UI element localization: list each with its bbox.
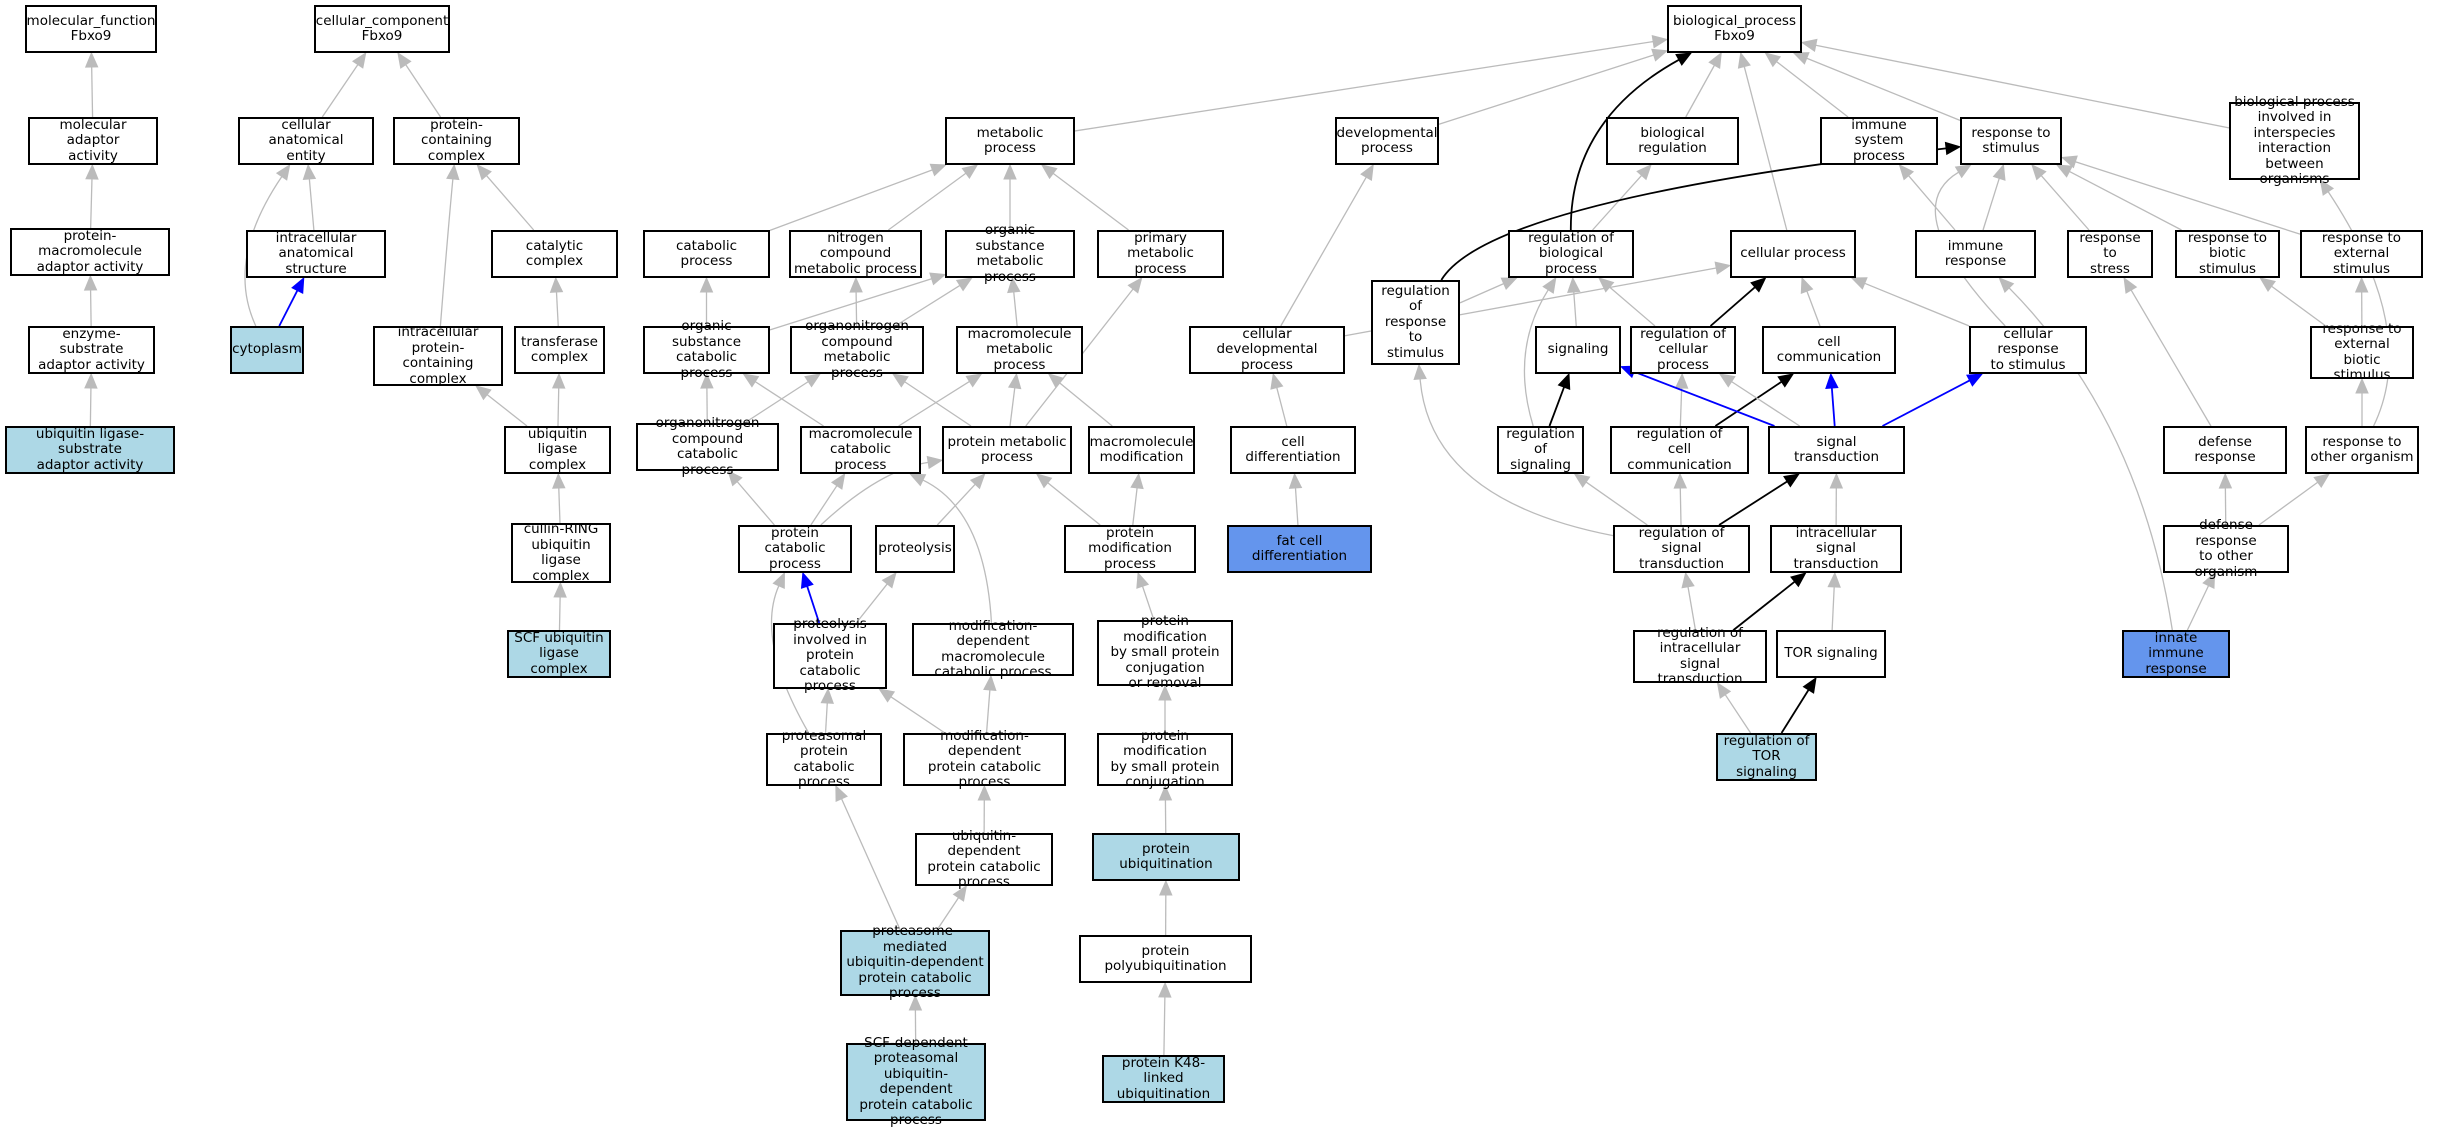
go-term-transferase-complex: transferase complex — [514, 326, 605, 374]
go-term-proteolysis: proteolysis — [875, 525, 955, 573]
go-term-proteasome-mediated-ubiquitin-dependent-protein-catabolic-process: proteasome-mediated ubiquitin-dependent … — [840, 930, 990, 996]
go-term-proteasomal-protein-catabolic-process: proteasomal protein catabolic process — [766, 733, 882, 786]
go-term-protein-macromolecule-adaptor-activity: protein-macromolecule adaptor activity — [10, 228, 170, 276]
go-term-regulation-of-signal-transduction: regulation of signal transduction — [1613, 525, 1750, 573]
go-term-regulation-of-intracellular-signal-transduction: regulation of intracellular signal trans… — [1633, 630, 1767, 683]
go-term-organonitrogen-compound-metabolic-process: organonitrogen compound metabolic proces… — [790, 326, 924, 374]
go-term-biological-regulation: biological regulation — [1606, 117, 1739, 165]
go-term-protein-containing-complex: protein-containing complex — [393, 117, 520, 165]
go-term-scf-dependent-proteasomal-ubiquitin-dependent-protein-catabolic-process: SCF-dependent proteasomal ubiquitin-depe… — [846, 1043, 986, 1121]
go-term-macromolecule-metabolic-process: macromolecule metabolic process — [956, 326, 1083, 374]
go-term-signal-transduction: signal transduction — [1768, 426, 1905, 474]
go-term-response-to-biotic-stimulus: response to biotic stimulus — [2175, 230, 2280, 278]
go-term-intracellular-protein-containing-complex: intracellular protein-containing complex — [373, 326, 503, 386]
go-term-protein-modification-process: protein modification process — [1064, 525, 1196, 573]
go-term-response-to-other-organism: response to other organism — [2305, 426, 2419, 474]
go-term-protein-catabolic-process: protein catabolic process — [738, 525, 852, 573]
go-term-intracellular-anatomical-structure: intracellular anatomical structure — [246, 230, 386, 278]
go-term-biological-process-involved-in-interspecies-interaction-between-organisms: biological process involved in interspec… — [2229, 102, 2360, 180]
go-term-response-to-external-biotic-stimulus: response to external biotic stimulus — [2310, 326, 2414, 379]
go-term-protein-k48-linked-ubiquitination: protein K48-linked ubiquitination — [1102, 1055, 1225, 1103]
go-term-macromolecule-modification: macromolecule modification — [1088, 426, 1195, 474]
go-term-protein-polyubiquitination: protein polyubiquitination — [1079, 935, 1252, 983]
go-term-innate-immune-response: innate immune response — [2122, 630, 2230, 678]
go-term-immune-response: immune response — [1915, 230, 2036, 278]
go-term-ubiquitin-dependent-protein-catabolic-process: ubiquitin-dependent protein catabolic pr… — [915, 833, 1053, 886]
go-term-primary-metabolic-process: primary metabolic process — [1097, 230, 1224, 278]
go-term-regulation-of-response-to-stimulus: regulation of response to stimulus — [1371, 280, 1460, 365]
go-term-regulation-of-cellular-process: regulation of cellular process — [1630, 326, 1736, 374]
go-term-proteolysis-involved-in-protein-catabolic-process: proteolysis involved in protein cataboli… — [773, 623, 887, 689]
go-term-catalytic-complex: catalytic complex — [491, 230, 618, 278]
go-term-regulation-of-cell-communication: regulation of cell communication — [1610, 426, 1749, 474]
go-term-cellular-component-fbxo9: cellular_component Fbxo9 — [314, 5, 450, 53]
go-term-intracellular-signal-transduction: intracellular signal transduction — [1770, 525, 1902, 573]
go-term-modification-dependent-protein-catabolic-process: modification-dependent protein catabolic… — [903, 733, 1066, 786]
go-term-response-to-stimulus: response to stimulus — [1960, 117, 2062, 165]
go-term-response-to-stress: response to stress — [2067, 230, 2153, 278]
go-term-tor-signaling: TOR signaling — [1776, 630, 1886, 678]
go-term-regulation-of-tor-signaling: regulation of TOR signaling — [1716, 733, 1817, 781]
go-term-cellular-response-to-stimulus: cellular response to stimulus — [1969, 326, 2087, 374]
go-term-cellular-process: cellular process — [1730, 230, 1856, 278]
go-term-cell-differentiation: cell differentiation — [1230, 426, 1356, 474]
go-term-protein-modification-by-small-protein-conjugation: protein modification by small protein co… — [1097, 733, 1233, 786]
go-term-scf-ubiquitin-ligase-complex: SCF ubiquitin ligase complex — [507, 630, 611, 678]
go-term-cytoplasm: cytoplasm — [230, 326, 304, 374]
go-term-response-to-external-stimulus: response to external stimulus — [2300, 230, 2423, 278]
go-term-protein-metabolic-process: protein metabolic process — [942, 426, 1072, 474]
go-term-defense-response-to-other-organism: defense response to other organism — [2163, 525, 2289, 573]
go-term-developmental-process: developmental process — [1335, 117, 1439, 165]
go-term-cellular-developmental-process: cellular developmental process — [1189, 326, 1345, 374]
go-term-organic-substance-metabolic-process: organic substance metabolic process — [945, 230, 1075, 278]
go-term-signaling: signaling — [1535, 326, 1621, 374]
go-term-modification-dependent-macromolecule-catabolic-process: modification-dependent macromolecule cat… — [912, 623, 1074, 676]
go-term-cell-communication: cell communication — [1762, 326, 1896, 374]
go-term-organic-substance-catabolic-process: organic substance catabolic process — [643, 326, 770, 374]
go-term-organonitrogen-compound-catabolic-process: organonitrogen compound catabolic proces… — [636, 423, 779, 471]
go-term-ubiquitin-ligase-complex: ubiquitin ligase complex — [504, 426, 611, 474]
go-term-metabolic-process: metabolic process — [945, 117, 1075, 165]
go-term-nitrogen-compound-metabolic-process: nitrogen compound metabolic process — [789, 230, 922, 278]
go-term-regulation-of-signaling: regulation of signaling — [1497, 426, 1584, 474]
go-term-ubiquitin-ligase-substrate-adaptor-activity: ubiquitin ligase-substrate adaptor activ… — [5, 426, 175, 474]
go-term-enzyme-substrate-adaptor-activity: enzyme-substrate adaptor activity — [28, 326, 155, 374]
go-term-cellular-anatomical-entity: cellular anatomical entity — [238, 117, 374, 165]
go-term-cullin-ring-ubiquitin-ligase-complex: cullin-RING ubiquitin ligase complex — [511, 523, 611, 583]
go-term-defense-response: defense response — [2163, 426, 2287, 474]
go-term-fat-cell-differentiation: fat cell differentiation — [1227, 525, 1372, 573]
go-term-protein-ubiquitination: protein ubiquitination — [1092, 833, 1240, 881]
go-term-protein-modification-by-small-protein-conjugation-or-removal: protein modification by small protein co… — [1097, 620, 1233, 686]
go-term-immune-system-process: immune system process — [1820, 117, 1938, 165]
go-term-molecular-adaptor-activity: molecular adaptor activity — [28, 117, 158, 165]
go-term-macromolecule-catabolic-process: macromolecule catabolic process — [800, 426, 921, 474]
go-term-regulation-of-biological-process: regulation of biological process — [1508, 230, 1634, 278]
go-term-biological-process-fbxo9: biological_process Fbxo9 — [1667, 5, 1802, 53]
go-term-molecular-function-fbxo9: molecular_function Fbxo9 — [25, 5, 157, 53]
go-term-catabolic-process: catabolic process — [643, 230, 770, 278]
